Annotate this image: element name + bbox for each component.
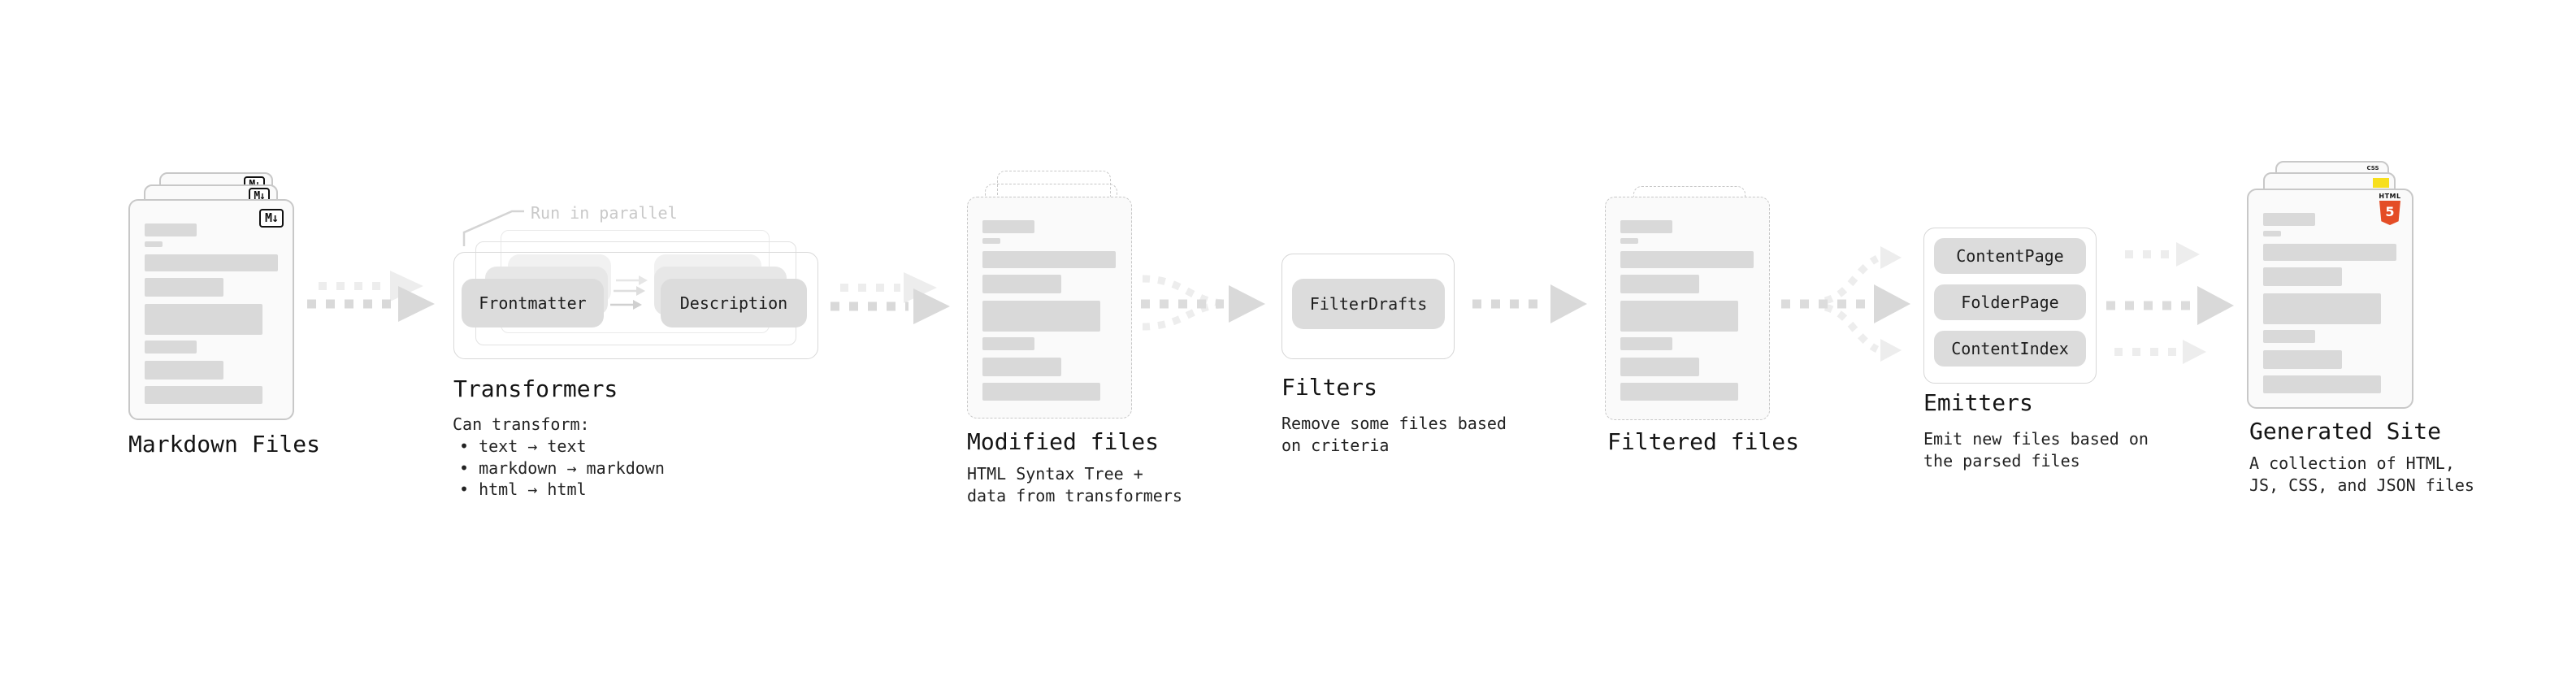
doc-placeholder-line	[145, 361, 223, 380]
doc-placeholder-line	[1620, 337, 1672, 350]
markdown-icon: M↓	[258, 209, 284, 228]
doc-placeholder-line	[1620, 238, 1638, 244]
run-in-parallel-note: Run in parallel	[531, 203, 678, 223]
stage-title-filters: Filters	[1281, 374, 1378, 401]
contentpage-pill: ContentPage	[1934, 238, 2086, 274]
filtered-file-card-front	[1605, 197, 1770, 420]
doc-placeholder-line	[982, 251, 1116, 268]
html5-icon-word: HTML	[2379, 193, 2401, 200]
doc-placeholder-line	[2263, 350, 2342, 369]
doc-placeholder-line	[982, 238, 1000, 244]
doc-placeholder-line	[1620, 251, 1754, 268]
doc-placeholder-line	[145, 278, 223, 297]
transformers-frame-front	[453, 252, 818, 359]
frontmatter-pill: Frontmatter	[462, 279, 604, 327]
doc-placeholder-line	[2263, 375, 2381, 393]
transformers-bullet-list: • text → text • markdown → markdown • ht…	[459, 436, 665, 501]
doc-placeholder-line	[1620, 275, 1699, 293]
stage-title-modified-files: Modified files	[967, 428, 1160, 455]
document-placeholder-lines	[130, 201, 293, 419]
description-pill: Description	[661, 279, 807, 327]
doc-placeholder-line	[145, 304, 262, 335]
modified-files-caption: HTML Syntax Tree + data from transformer…	[967, 464, 1182, 505]
doc-placeholder-line	[2263, 244, 2396, 261]
stage-title-transformers: Transformers	[453, 375, 618, 402]
transform-bullet-markdown: • markdown → markdown	[459, 458, 665, 478]
document-placeholder-lines	[968, 197, 1131, 418]
arrow-filters-to-filtered	[1472, 284, 1587, 323]
arrow-markdown-to-transformers	[307, 271, 435, 322]
html5-icon-shield: 5	[2379, 201, 2400, 225]
doc-placeholder-line	[145, 386, 262, 404]
filterdrafts-pill: FilterDrafts	[1292, 279, 1445, 329]
doc-placeholder-line	[2263, 267, 2342, 286]
generated-site-caption: A collection of HTML, JS, CSS, and JSON …	[2249, 453, 2474, 495]
stage-title-markdown-files: Markdown Files	[128, 431, 321, 458]
document-placeholder-lines	[1606, 197, 1769, 419]
doc-placeholder-line	[2263, 231, 2281, 236]
doc-placeholder-line	[145, 241, 163, 247]
transform-bullet-html: • html → html	[459, 479, 587, 499]
html5-icon: HTML 5	[2378, 193, 2402, 225]
stage-title-generated-site: Generated Site	[2249, 418, 2442, 445]
folderpage-pill: FolderPage	[1934, 284, 2086, 320]
contentindex-pill: ContentIndex	[1934, 331, 2086, 367]
doc-placeholder-line	[2263, 330, 2315, 343]
arrow-transformers-to-modified	[830, 272, 950, 324]
emitters-caption: Emit new files based on the parsed files	[1923, 429, 2149, 471]
doc-placeholder-line	[982, 337, 1034, 350]
doc-placeholder-line	[982, 275, 1061, 293]
doc-placeholder-line	[145, 254, 278, 271]
doc-placeholder-line	[982, 358, 1061, 376]
css-icon-label: CSS	[2366, 165, 2379, 171]
transform-bullet-text: • text → text	[459, 436, 587, 456]
markdown-file-card-front: M↓	[128, 199, 294, 420]
doc-placeholder-line	[1620, 358, 1699, 376]
doc-placeholder-line	[145, 340, 197, 354]
doc-placeholder-line	[1620, 301, 1738, 332]
doc-placeholder-line	[145, 223, 197, 236]
doc-placeholder-line	[1620, 220, 1672, 233]
doc-placeholder-line	[982, 220, 1034, 233]
transformers-caption-heading: Can transform:	[453, 414, 590, 434]
generated-site-card-front: HTML 5	[2247, 189, 2413, 409]
javascript-icon	[2373, 178, 2389, 188]
filters-caption: Remove some files based on criteria	[1281, 414, 1507, 455]
modified-file-card-front	[967, 197, 1132, 419]
arrow-emitters-to-generated	[2106, 242, 2234, 364]
arrow-filtered-to-emitters	[1781, 246, 1910, 362]
doc-placeholder-line	[2263, 293, 2381, 324]
doc-placeholder-line	[1620, 383, 1738, 401]
stage-title-emitters: Emitters	[1923, 389, 2033, 416]
doc-placeholder-line	[2263, 213, 2315, 226]
arrow-modified-to-filters	[1141, 275, 1265, 331]
doc-placeholder-line	[982, 383, 1100, 401]
stage-title-filtered-files: Filtered files	[1607, 428, 1800, 455]
document-placeholder-lines	[2249, 190, 2412, 407]
doc-placeholder-line	[982, 301, 1100, 332]
